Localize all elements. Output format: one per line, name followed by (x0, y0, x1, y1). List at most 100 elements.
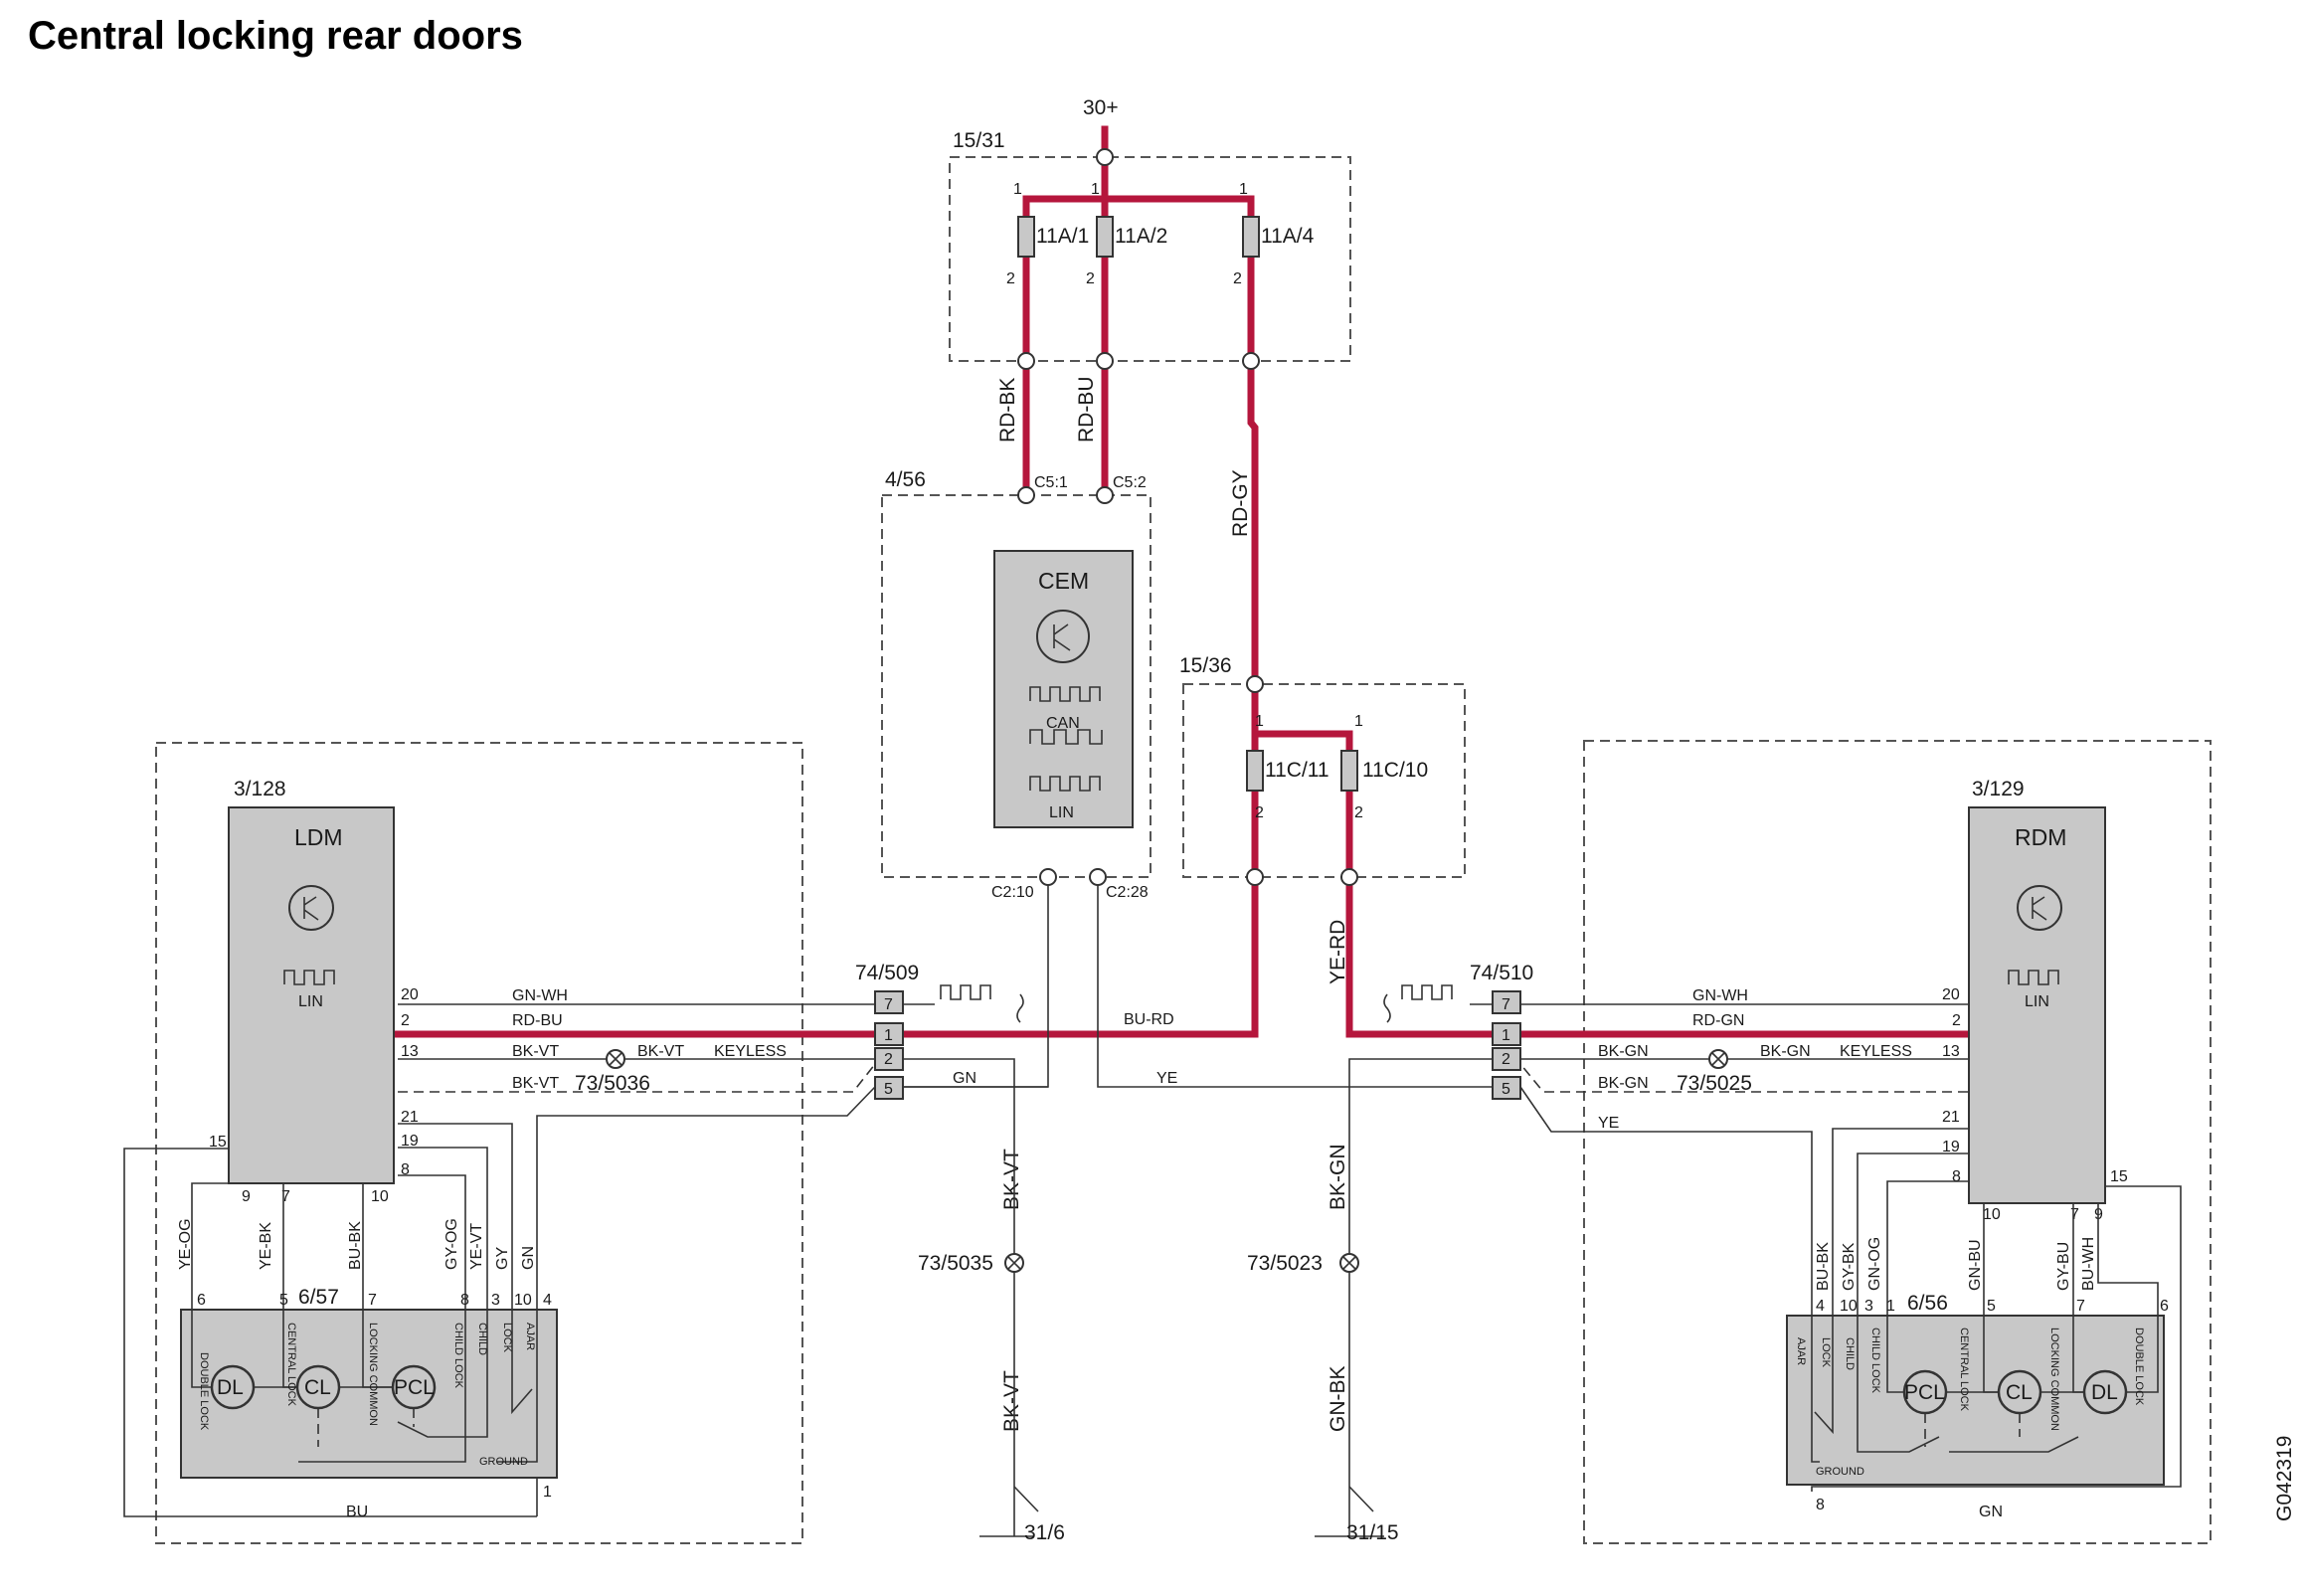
svg-text:BK-GN: BK-GN (1760, 1043, 1811, 1060)
svg-text:8: 8 (401, 1161, 410, 1178)
supply-label: 30+ (1083, 96, 1119, 119)
svg-text:13: 13 (401, 1043, 419, 1060)
svg-text:GN: GN (953, 1070, 976, 1087)
rdm-module: RDM LIN (1968, 806, 2106, 1204)
ground-31-15: 31/15 (1346, 1486, 1399, 1544)
svg-text:LIN: LIN (2025, 993, 2049, 1010)
svg-text:CHILD LOCK: CHILD LOCK (452, 1323, 464, 1389)
svg-text:2: 2 (1502, 1051, 1510, 1068)
svg-text:LOCK: LOCK (501, 1323, 513, 1353)
svg-text:73/5025: 73/5025 (1677, 1072, 1752, 1095)
connector-right: 7 1 2 5 (1492, 990, 1521, 1100)
motor-dl-left: DL (210, 1364, 256, 1410)
connector-right-ref: 74/510 (1470, 962, 1533, 984)
svg-text:DOUBLE LOCK: DOUBLE LOCK (198, 1352, 210, 1431)
svg-text:1: 1 (1091, 181, 1100, 198)
svg-text:GY-BU: GY-BU (2055, 1242, 2072, 1291)
svg-text:6: 6 (2160, 1298, 2169, 1315)
lock-left-ref: 6/57 (298, 1286, 339, 1309)
svg-text:21: 21 (401, 1109, 419, 1126)
wire-label-rd-bk: RD-BK (996, 378, 1019, 443)
svg-text:LDM: LDM (294, 824, 343, 850)
svg-text:13: 13 (1942, 1043, 1960, 1060)
svg-text:BU-BK: BU-BK (347, 1221, 364, 1270)
motor-cl-left: CL (295, 1364, 341, 1410)
svg-text:CHILD LOCK: CHILD LOCK (1869, 1328, 1881, 1394)
svg-text:2: 2 (1255, 804, 1264, 821)
svg-text:LIN: LIN (298, 993, 323, 1010)
fuse-11a-1: 11A/1 (1017, 216, 1089, 258)
svg-text:AJAR: AJAR (1795, 1337, 1807, 1365)
wire-label-bk-vt-upper: BK-VT (1000, 1149, 1023, 1210)
svg-text:20: 20 (1942, 986, 1960, 1003)
svg-text:LOCKING COMMON: LOCKING COMMON (2048, 1328, 2060, 1431)
svg-text:BU: BU (346, 1504, 368, 1520)
wire-nodes (1017, 148, 1358, 886)
lock-right-pins: 4 3 10 1 5 7 6 8 (1816, 1298, 2169, 1513)
cem-ref: 4/56 (885, 468, 926, 491)
wire-label-bk-vt-left: BK-VT (512, 1043, 559, 1060)
wire-label-rd-gy: RD-GY (1229, 469, 1252, 537)
svg-text:GN: GN (1979, 1504, 2003, 1520)
page-title: Central locking rear doors (28, 14, 523, 58)
splice-73-5023: 73/5023 (1247, 1252, 1359, 1275)
svg-text:YE-VT: YE-VT (468, 1223, 485, 1270)
svg-text:YE-OG: YE-OG (177, 1218, 194, 1270)
cem-enclosure (881, 494, 1152, 878)
svg-text:5: 5 (1987, 1298, 1996, 1315)
wire-label-gn-wh-right: GN-WH (1692, 987, 1748, 1004)
svg-text:8: 8 (460, 1292, 469, 1309)
cem-pin-c2-10: C2:10 (991, 884, 1034, 901)
svg-text:7: 7 (884, 996, 893, 1013)
fusebox-main-ref: 15/31 (953, 129, 1005, 152)
svg-text:CHILD: CHILD (1844, 1337, 1856, 1370)
svg-text:10: 10 (1983, 1206, 2001, 1223)
svg-text:73/5035: 73/5035 (918, 1252, 993, 1275)
svg-text:6: 6 (197, 1292, 206, 1309)
motor-cl-right: CL (1997, 1369, 2042, 1415)
drawing-id: G042319 (2273, 1436, 2296, 1521)
keyless-label-left: KEYLESS (714, 1043, 787, 1060)
svg-text:15: 15 (209, 1134, 227, 1151)
fuse-11c-11: 11C/11 (1246, 750, 1329, 792)
ldm-module: LDM LIN (228, 806, 395, 1184)
svg-text:20: 20 (401, 986, 419, 1003)
svg-text:DL: DL (217, 1376, 244, 1399)
cem-module: CEM CAN LIN (993, 550, 1134, 828)
wire-label-bk-gn: BK-GN (1327, 1144, 1349, 1210)
svg-text:7: 7 (2076, 1298, 2085, 1315)
wire-label-gn-wh-left: GN-WH (512, 987, 568, 1004)
splice-73-5035: 73/5035 (918, 1252, 1024, 1275)
svg-text:PCL: PCL (394, 1376, 435, 1399)
svg-text:2: 2 (884, 1051, 893, 1068)
svg-text:CENTRAL LOCK: CENTRAL LOCK (1958, 1328, 1970, 1412)
motor-pcl-left: PCL (391, 1364, 437, 1410)
svg-text:2: 2 (1952, 1012, 1961, 1029)
svg-text:GY: GY (494, 1247, 511, 1270)
svg-text:BU-WH: BU-WH (2080, 1237, 2097, 1291)
svg-text:1: 1 (1354, 713, 1363, 730)
ldm-pin-labels: 20 2 13 21 19 8 15 9 7 10 (209, 986, 419, 1205)
motor-pcl-right: PCL (1902, 1369, 1948, 1415)
lock-right-ref: 6/56 (1907, 1292, 1948, 1315)
svg-text:11C/11: 11C/11 (1265, 759, 1329, 782)
svg-text:GY-BK: GY-BK (1841, 1242, 1858, 1291)
lock-left-pins: 6 5 7 8 3 10 4 1 (197, 1292, 552, 1501)
wire-label-rd-bu: RD-BU (1075, 377, 1098, 443)
svg-text:DOUBLE LOCK: DOUBLE LOCK (2133, 1328, 2145, 1406)
svg-text:2: 2 (1233, 270, 1242, 287)
fuse-11c-10: 11C/10 (1340, 750, 1428, 792)
svg-text:3: 3 (491, 1292, 500, 1309)
svg-text:10: 10 (371, 1188, 389, 1205)
svg-text:AJAR: AJAR (524, 1323, 536, 1350)
svg-text:31/6: 31/6 (1024, 1521, 1065, 1544)
svg-text:31/15: 31/15 (1346, 1521, 1399, 1544)
svg-text:GN: GN (520, 1246, 537, 1270)
svg-text:LOCKING COMMON: LOCKING COMMON (367, 1323, 379, 1426)
svg-text:10: 10 (1840, 1298, 1858, 1315)
svg-text:1: 1 (1886, 1298, 1895, 1315)
right-door-enclosure (1583, 740, 2212, 1544)
wire-label-bu-rd: BU-RD (1124, 1011, 1174, 1028)
svg-text:19: 19 (401, 1133, 419, 1150)
svg-text:7: 7 (1502, 996, 1510, 1013)
